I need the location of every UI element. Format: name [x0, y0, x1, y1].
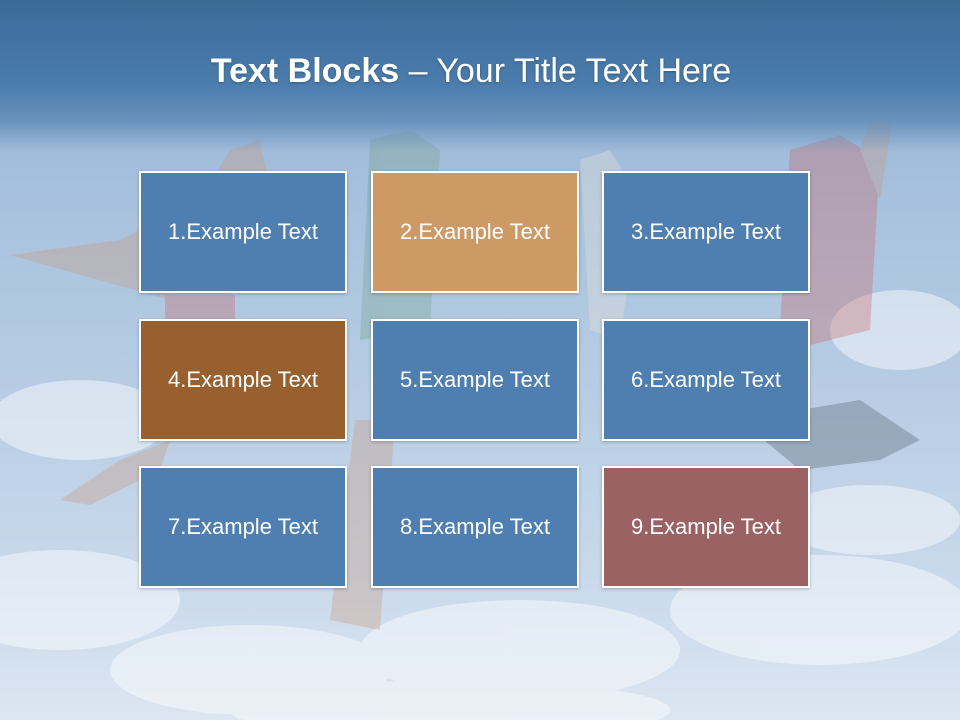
text-block-label: 2.Example Text — [399, 219, 550, 244]
title-rest: Your Title Text Here — [436, 52, 732, 90]
text-block-6[interactable]: 6.Example Text — [602, 319, 810, 441]
text-block-7[interactable]: 7.Example Text — [139, 466, 347, 588]
text-block-2[interactable]: 2.Example Text — [371, 171, 579, 293]
text-block-9[interactable]: 9.Example Text — [602, 466, 810, 588]
title-separator: – — [399, 52, 437, 90]
header-band — [0, 0, 960, 152]
title-bold: Text Blocks — [210, 52, 400, 90]
text-block-label: 8.Example Text — [399, 514, 550, 539]
text-block-label: 9.Example Text — [630, 514, 781, 539]
cloud-layer — [0, 290, 960, 720]
text-block-8[interactable]: 8.Example Text — [371, 466, 579, 588]
text-block-3[interactable]: 3.Example Text — [602, 171, 810, 293]
text-block-4[interactable]: 4.Example Text — [139, 319, 347, 441]
text-block-label: 4.Example Text — [167, 367, 318, 392]
text-block-label: 5.Example Text — [399, 367, 550, 392]
text-block-label: 6.Example Text — [630, 367, 781, 392]
text-block-label: 7.Example Text — [167, 514, 318, 539]
text-block-1[interactable]: 1.Example Text — [139, 171, 347, 293]
slide-title: Text Blocks – Your Title Text Here — [0, 52, 942, 91]
text-block-label: 1.Example Text — [167, 219, 318, 244]
text-block-label: 3.Example Text — [630, 219, 781, 244]
text-block-5[interactable]: 5.Example Text — [371, 319, 579, 441]
